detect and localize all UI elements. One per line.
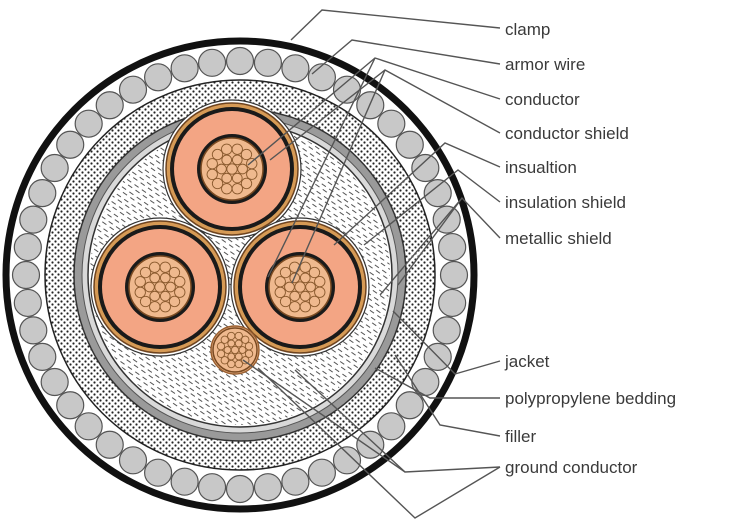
armor-wire [14, 234, 41, 261]
label-insulation: insualtion [505, 158, 577, 178]
armor-wire [378, 413, 405, 440]
armor-wire [227, 476, 254, 503]
armor-wire [96, 92, 123, 119]
armor-wire [439, 234, 466, 261]
armor-wire [334, 447, 361, 474]
armor-wire [378, 110, 405, 137]
label-filler: filler [505, 427, 536, 447]
label-clamp: clamp [505, 20, 550, 40]
leader-clamp [291, 10, 500, 40]
label-conductor: conductor [505, 90, 580, 110]
armor-wire [254, 49, 281, 76]
armor-wire [308, 459, 335, 486]
armor-wire [412, 155, 439, 182]
label-insulation-shield: insulation shield [505, 193, 626, 213]
label-metallic-shield: metallic shield [505, 229, 612, 249]
armor-wire [75, 110, 102, 137]
armor-wire [29, 343, 56, 370]
armor-wire [439, 289, 466, 316]
armor-wire [14, 289, 41, 316]
armor-wire [282, 468, 309, 495]
armor-wire [227, 48, 254, 75]
armor-wire [13, 262, 40, 289]
armor-wire [41, 155, 68, 182]
armor-wire [41, 369, 68, 396]
armor-wire [96, 431, 123, 458]
armor-wire [120, 76, 147, 103]
core-1 [163, 100, 301, 238]
armor-wire [120, 447, 147, 474]
armor-wire [412, 369, 439, 396]
armor-wire [254, 474, 281, 501]
armor-wire [75, 413, 102, 440]
armor-wire [145, 64, 172, 91]
armor-wire [29, 180, 56, 207]
armor-wire [433, 317, 460, 344]
armor-wire [396, 131, 423, 158]
armor-wire [20, 206, 47, 233]
label-conductor-shield: conductor shield [505, 124, 629, 144]
label-jacket: jacket [505, 352, 549, 372]
armor-wire [20, 317, 47, 344]
label-ground-conductor: ground conductor [505, 458, 637, 478]
armor-wire [308, 64, 335, 91]
armor-wire [441, 262, 468, 289]
armor-wire [57, 392, 84, 419]
armor-wire [145, 459, 172, 486]
core-2 [91, 218, 229, 356]
armor-wire [396, 392, 423, 419]
armor-wire [282, 55, 309, 82]
label-armor-wire: armor wire [505, 55, 585, 75]
armor-wire [199, 474, 226, 501]
armor-wire [57, 131, 84, 158]
armor-wire [171, 468, 198, 495]
label-polypropylene-bedding: polypropylene bedding [505, 389, 676, 409]
armor-wire [199, 49, 226, 76]
armor-wire [171, 55, 198, 82]
